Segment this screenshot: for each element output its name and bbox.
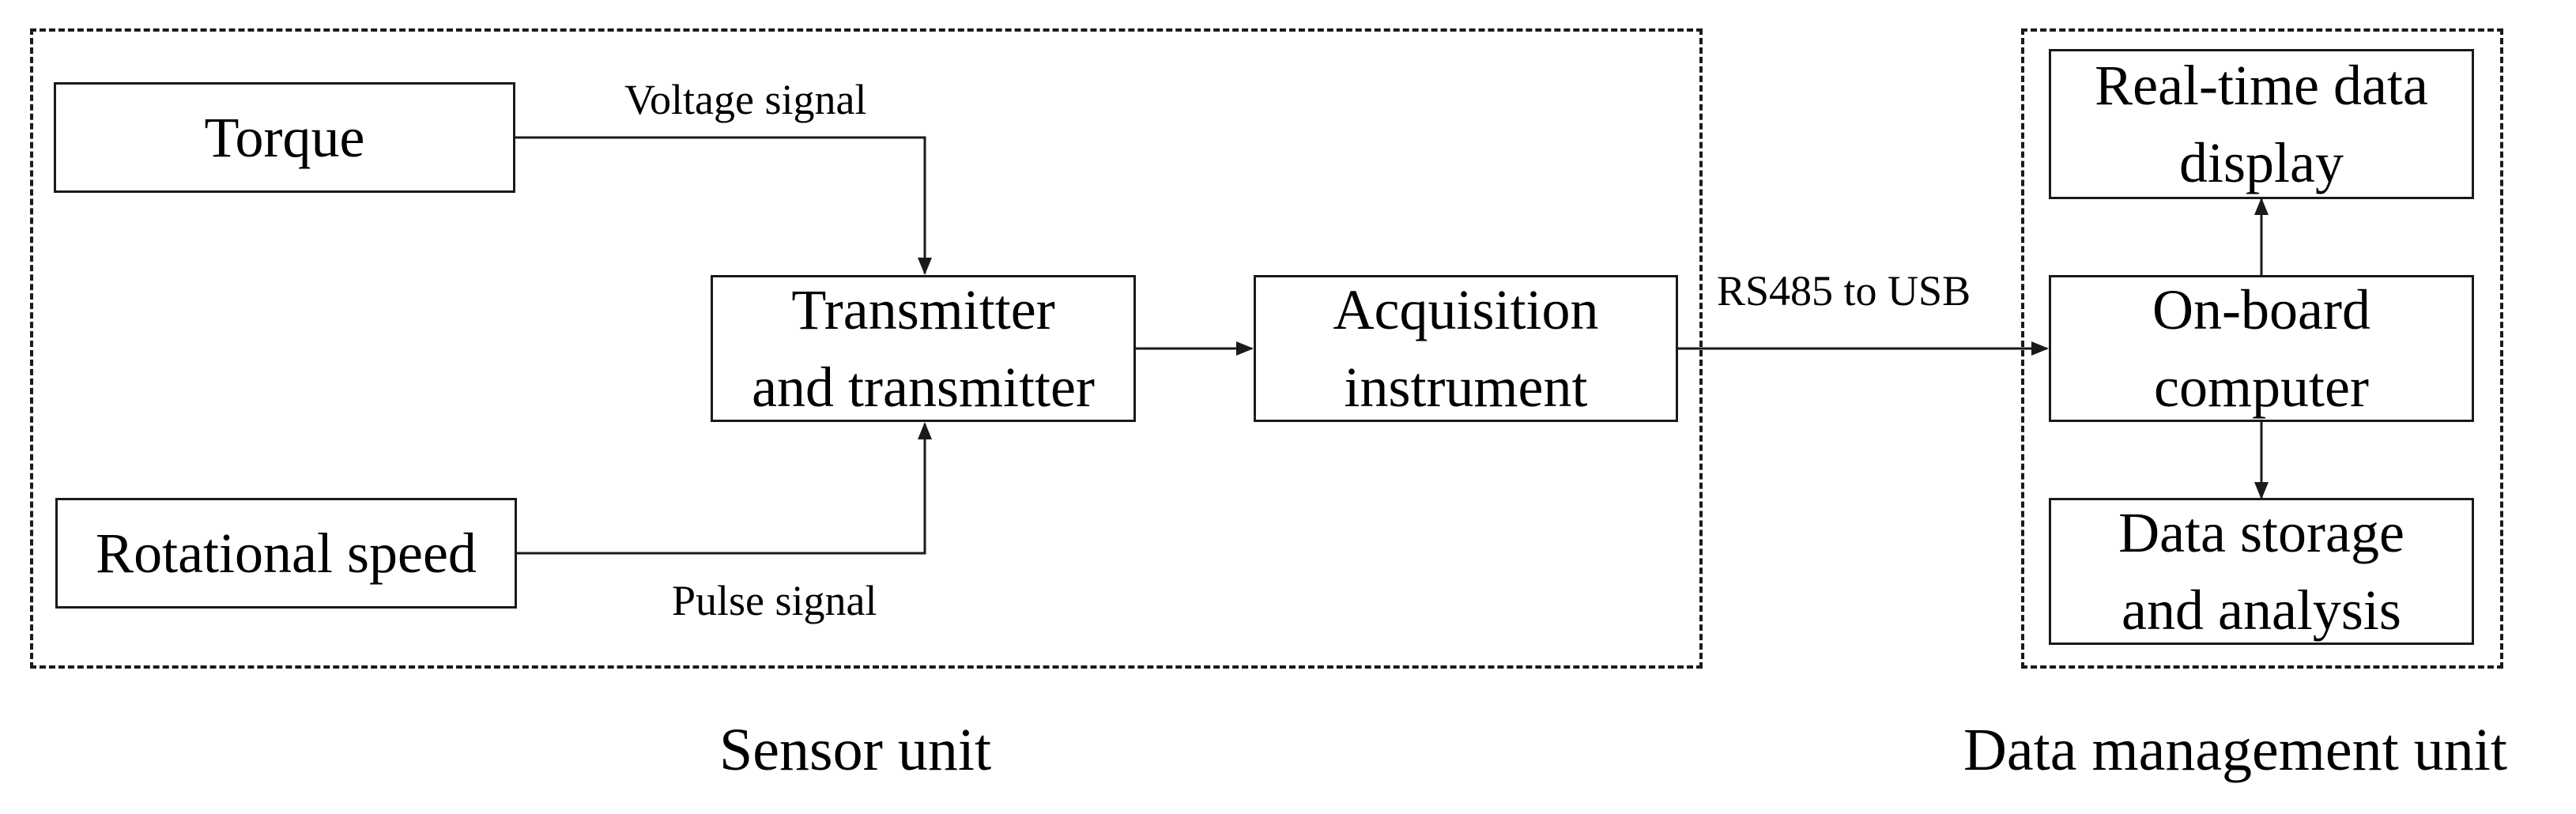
data-storage-label-line-2: and analysis — [2122, 578, 2401, 642]
transmitter-label-line-1: Transmitter — [791, 278, 1055, 341]
realtime-display-block: Real-time data display — [2049, 49, 2474, 199]
sensor-unit-label: Sensor unit — [719, 717, 992, 783]
rs485-to-usb-label: RS485 to USB — [1717, 267, 1971, 315]
acquisition-instrument-block: Acquisition instrument — [1254, 275, 1678, 422]
torque-label-line-1: Torque — [204, 106, 365, 169]
rotational-speed-label-line-1: Rotational speed — [96, 522, 477, 585]
acquisition-label-line-2: instrument — [1344, 356, 1588, 419]
transmitter-block: Transmitter and transmitter — [711, 275, 1136, 422]
onboard-computer-label-line-1: On-board — [2152, 278, 2370, 341]
data-storage-label-line-1: Data storage — [2118, 501, 2404, 564]
torque-to-transmitter-arrow — [515, 136, 932, 275]
realtime-display-label-line-2: display — [2179, 131, 2344, 194]
onboard-computer-label-line-2: computer — [2154, 356, 2369, 419]
onboard-computer-block: On-board computer — [2049, 275, 2474, 422]
transmitter-label-line-2: and transmitter — [752, 356, 1095, 419]
acquisition-label-line-1: Acquisition — [1333, 278, 1599, 341]
realtime-display-label-line-1: Real-time data — [2095, 54, 2428, 117]
rotational-speed-block: Rotational speed — [55, 498, 517, 609]
voltage-signal-label: Voltage signal — [624, 76, 867, 123]
torque-block: Torque — [54, 82, 515, 193]
data-storage-block: Data storage and analysis — [2049, 498, 2474, 645]
speed-to-transmitter-arrow — [517, 422, 932, 555]
pulse-signal-label: Pulse signal — [672, 577, 877, 624]
data-management-unit-label: Data management unit — [1963, 717, 2507, 783]
